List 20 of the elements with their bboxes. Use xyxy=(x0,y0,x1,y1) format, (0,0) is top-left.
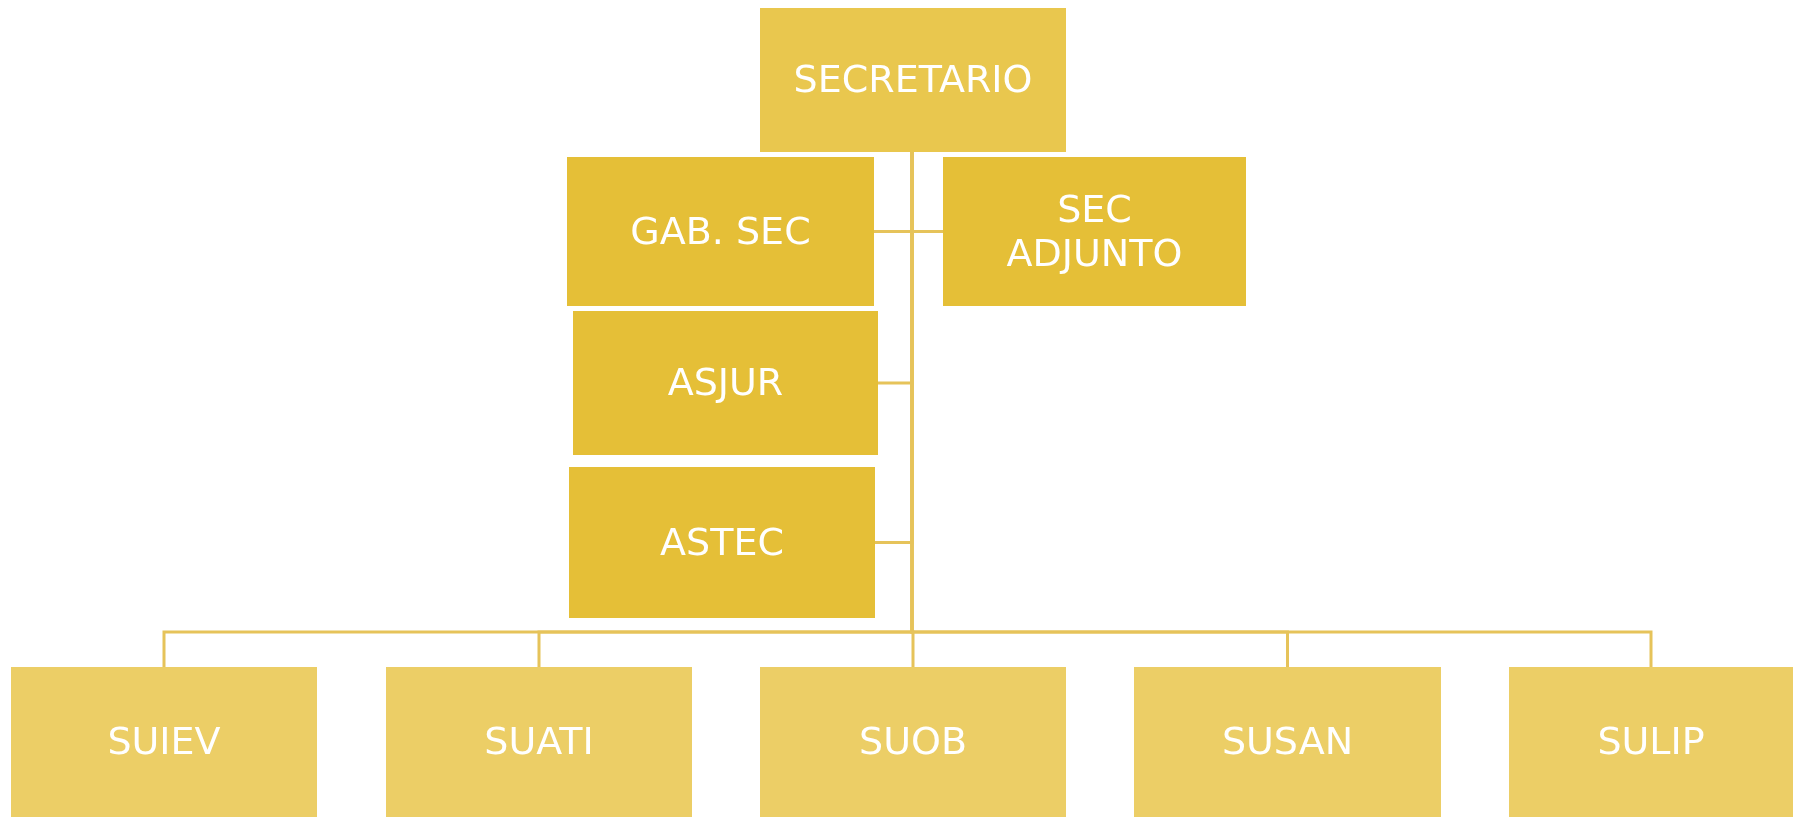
org-unit-box xyxy=(11,667,317,817)
org-unit-box xyxy=(760,667,1066,817)
unit-name: SUOB xyxy=(859,720,967,764)
unit-name: SULIP xyxy=(1597,720,1705,764)
org-unit-box xyxy=(573,311,878,455)
org-unit-box xyxy=(943,157,1246,306)
unit-name: SUIEV xyxy=(107,720,221,764)
unit-name: SEC ADJUNTO xyxy=(1006,187,1183,276)
unit-name: SECRETARIO xyxy=(793,58,1033,102)
unit-name: GAB. SEC xyxy=(630,209,811,254)
unit-name: ASTEC xyxy=(660,520,784,565)
org-unit-box xyxy=(760,8,1066,152)
org-unit-box xyxy=(567,157,874,306)
org-unit-box xyxy=(1134,667,1441,817)
unit-name: SUSAN xyxy=(1221,720,1354,764)
unit-name: SUATI xyxy=(484,720,594,764)
org-unit-box xyxy=(569,467,875,618)
unit-name: ASJUR xyxy=(667,361,784,405)
org-unit-box xyxy=(1509,667,1793,817)
org-unit-box xyxy=(386,667,692,817)
